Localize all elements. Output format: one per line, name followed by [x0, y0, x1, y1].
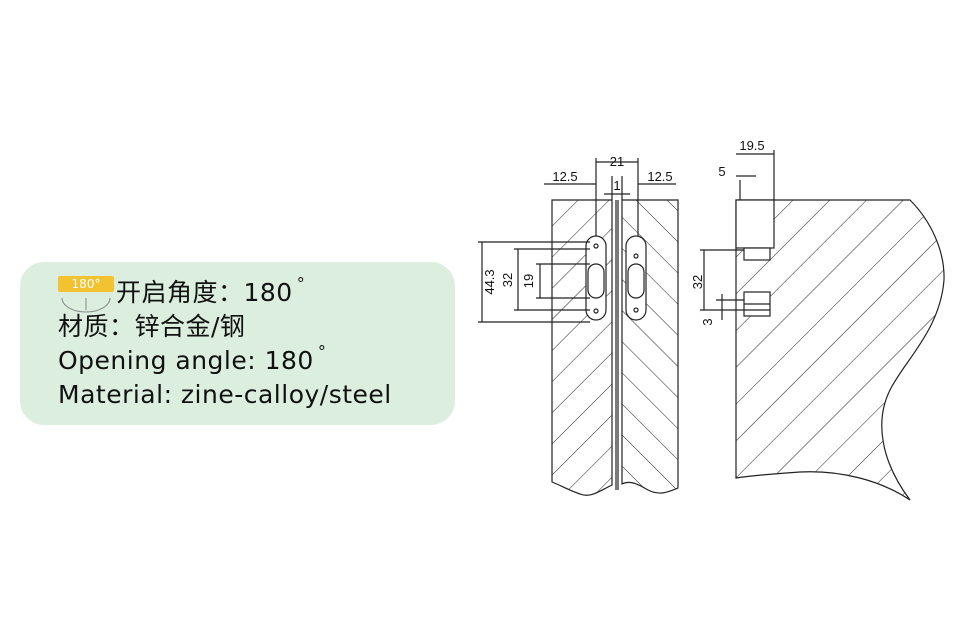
side-section — [735, 199, 945, 501]
dim-height-32: 32 — [690, 275, 705, 289]
dim-width-21: 21 — [610, 154, 624, 169]
material-cn: 材质：锌合金/钢 — [58, 312, 246, 341]
dim-height-32: 32 — [500, 273, 515, 287]
spec-card: 180° 开启角度：180° 材质：锌合金/钢 Opening angle: 1… — [20, 262, 455, 425]
dim-left-12-5: 12.5 — [552, 169, 577, 184]
dim-height-3: 3 — [700, 318, 715, 325]
dim-height-44-3: 44.3 — [482, 269, 497, 294]
side-view — [700, 150, 945, 501]
dim-width-19-5: 19.5 — [739, 138, 764, 153]
opening-angle-en: Opening angle: 180° — [58, 342, 327, 375]
front-view — [478, 158, 679, 496]
dim-height-19: 19 — [521, 274, 536, 288]
opening-angle-icon: 180° — [58, 276, 114, 318]
dim-right-12-5: 12.5 — [647, 169, 672, 184]
material-en: Material: zine-calloy/steel — [58, 380, 392, 409]
degree-mark: ° — [317, 342, 327, 361]
dim-gap-1: 1 — [613, 178, 620, 193]
opening-angle-cn: 开启角度：180° — [116, 274, 306, 307]
degree-mark: ° — [296, 274, 306, 293]
angle-badge: 180° — [58, 276, 114, 292]
dim-width-5: 5 — [718, 164, 725, 179]
